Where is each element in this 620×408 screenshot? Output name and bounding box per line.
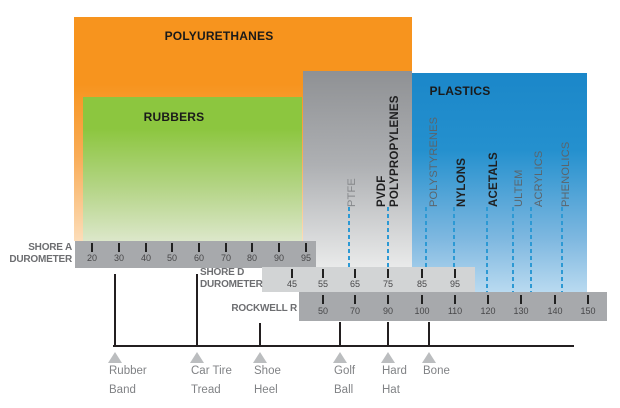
rockwell-tick-mark	[454, 295, 456, 304]
material-guide-dashed-line	[387, 207, 389, 267]
shore_a-tick-mark	[251, 243, 253, 252]
shore_d-tick-mark	[291, 269, 293, 278]
shore_d-tick-mark	[322, 269, 324, 278]
shore_a-tick-mark	[145, 243, 147, 252]
rockwell-tick-label: 100	[414, 306, 430, 316]
shore_d-tick-label: 55	[317, 279, 328, 289]
example-drop-line	[259, 323, 261, 347]
material-label: ACRYLICS	[533, 150, 545, 207]
shore_a-tick-label: 50	[166, 253, 177, 263]
example-label: Golf Ball	[334, 365, 356, 396]
shore_d-tick-mark	[387, 269, 389, 278]
shore-a-scale-bar	[75, 241, 316, 268]
rockwell-tick-label: 50	[317, 306, 328, 316]
rockwell-tick-label: 90	[382, 306, 393, 316]
rockwell-tick-mark	[554, 295, 556, 304]
rockwell-tick-mark	[421, 295, 423, 304]
material-guide-dashed-line	[348, 207, 350, 267]
example-label: Bone	[423, 365, 450, 377]
shore_a-tick-label: 40	[140, 253, 151, 263]
shore_a-tick-mark	[278, 243, 280, 252]
shore_d-tick-mark	[454, 269, 456, 278]
rockwell-tick-mark	[322, 295, 324, 304]
material-guide-dashed-line	[453, 207, 455, 267]
shore_d-tick-mark	[354, 269, 356, 278]
example-triangle-icon	[190, 352, 204, 363]
example-label: Hard Hat	[382, 365, 407, 396]
material-label: POLYSTYRENES	[428, 116, 440, 207]
rockwell-tick-mark	[387, 295, 389, 304]
rockwell-tick-label: 130	[513, 306, 529, 316]
material-guide-dashed-line	[425, 207, 427, 267]
shore_a-tick-mark	[198, 243, 200, 252]
shore_a-tick-label: 95	[300, 253, 311, 263]
material-label: POLYPROPYLENES	[389, 95, 401, 207]
example-triangle-icon	[333, 352, 347, 363]
material-label: ULTEM	[513, 169, 525, 207]
shore_a-tick-label: 70	[220, 253, 231, 263]
material-label: NYLONS	[456, 157, 468, 207]
material-label: PTFE	[346, 178, 358, 207]
shore_a-tick-label: 90	[273, 253, 284, 263]
material-guide-dashed-line	[561, 207, 563, 292]
rockwell-tick-label: 110	[447, 306, 463, 316]
shore-a-label-line1: SHORE A	[28, 242, 72, 253]
shore-d-label-line1: SHORE D	[200, 267, 245, 278]
shore_a-tick-label: 30	[113, 253, 124, 263]
shore_a-tick-label: 80	[246, 253, 257, 263]
example-label: Shoe Heel	[254, 365, 281, 396]
shore_d-tick-label: 75	[382, 279, 393, 289]
shore_d-tick-mark	[421, 269, 423, 278]
example-triangle-icon	[422, 352, 436, 363]
example-drop-line	[428, 322, 430, 347]
transition-gray-block	[303, 71, 412, 267]
material-guide-dashed-line	[486, 207, 488, 292]
example-drop-line	[114, 274, 116, 347]
example-label: Car Tire Tread	[191, 365, 232, 396]
example-drop-line	[387, 322, 389, 347]
example-drop-line	[196, 274, 198, 347]
shore-a-scale-label: SHORE A DUROMETER	[0, 242, 72, 266]
example-label: Rubber Band	[109, 365, 147, 396]
polyurethanes-title: POLYURETHANES	[164, 29, 274, 43]
rockwell-tick-label: 70	[349, 306, 360, 316]
shore_a-tick-label: 20	[86, 253, 97, 263]
shore_d-tick-label: 45	[286, 279, 297, 289]
plastics-block	[412, 73, 587, 292]
examples-baseline	[113, 345, 574, 347]
shore-d-label-line2: DUROMETER	[200, 279, 263, 290]
rockwell-r-scale-label: ROCKWELL R	[231, 303, 297, 314]
example-drop-line	[339, 322, 341, 347]
material-label: PVDF	[376, 175, 388, 207]
example-triangle-icon	[381, 352, 395, 363]
rockwell-tick-mark	[354, 295, 356, 304]
shore_a-tick-mark	[305, 243, 307, 252]
shore-d-scale-label: SHORE D DUROMETER	[200, 267, 270, 291]
material-label: PHENOLICS	[560, 141, 572, 207]
shore_a-tick-label: 60	[193, 253, 204, 263]
shore_d-tick-label: 65	[349, 279, 360, 289]
rubbers-title: RUBBERS	[143, 110, 205, 124]
shore_a-tick-mark	[171, 243, 173, 252]
rockwell-tick-label: 150	[580, 306, 596, 316]
shore-a-label-line2: DUROMETER	[9, 254, 72, 265]
example-triangle-icon	[108, 352, 122, 363]
material-guide-dashed-line	[512, 207, 514, 292]
rockwell-tick-label: 120	[480, 306, 496, 316]
shore_a-tick-mark	[91, 243, 93, 252]
rockwell-tick-mark	[487, 295, 489, 304]
plastics-title: PLASTICS	[429, 84, 491, 98]
shore_d-tick-label: 85	[416, 279, 427, 289]
material-label: ACETALS	[488, 152, 500, 207]
rockwell-tick-mark	[520, 295, 522, 304]
shore_d-tick-label: 95	[449, 279, 460, 289]
example-triangle-icon	[253, 352, 267, 363]
shore_a-tick-mark	[225, 243, 227, 252]
rockwell-tick-mark	[587, 295, 589, 304]
shore-d-scale-bar	[262, 267, 475, 292]
shore_a-tick-mark	[118, 243, 120, 252]
rockwell-tick-label: 140	[547, 306, 563, 316]
material-guide-dashed-line	[530, 207, 532, 292]
rubbers-block	[83, 97, 302, 241]
